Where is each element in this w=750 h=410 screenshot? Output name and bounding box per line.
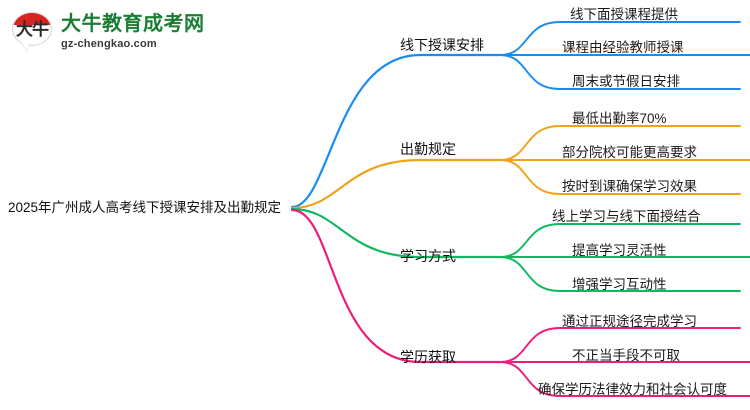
mindmap-leaf-node-1-1[interactable]: 线下面授课程提供 — [570, 7, 678, 22]
root-branch-connector-3 — [290, 207, 502, 259]
logo-text-block: 大牛教育成考网 gz-chengkao.com — [61, 14, 205, 50]
mindmap-leaf-node-2-3[interactable]: 按时到课确保学习效果 — [562, 179, 697, 194]
mindmap-leaf-node-3-2[interactable]: 提高学习灵活性 — [572, 243, 667, 258]
logo-domain: gz-chengkao.com — [61, 38, 157, 50]
mindmap-leaf-node-4-1[interactable]: 通过正规途径完成学习 — [562, 314, 697, 329]
logo-title: 大牛教育成考网 — [61, 13, 205, 35]
mindmap-leaf-node-3-3[interactable]: 增强学习互动性 — [572, 277, 667, 292]
mindmap-root-node[interactable]: 2025年广州成人高考线下授课安排及出勤规定 — [8, 200, 282, 215]
root-branch-connector-1 — [290, 53, 502, 209]
logo-bubble-shape — [12, 12, 52, 46]
logo-bubble-icon: 大牛 — [12, 11, 54, 53]
mindmap-leaf-node-4-3[interactable]: 确保学历法律效力和社会认可度 — [538, 382, 727, 397]
mindmap-leaf-node-4-2[interactable]: 不正当手段不可取 — [572, 348, 680, 363]
logo-bubble-top-band — [13, 13, 51, 25]
mindmap-leaf-node-2-1[interactable]: 最低出勤率70% — [572, 111, 667, 126]
logo-mark-glyph: 大牛 — [16, 20, 49, 39]
mindmap-branch-node-1[interactable]: 线下授课安排 — [400, 37, 484, 53]
mindmap-branch-node-4[interactable]: 学历获取 — [400, 349, 456, 365]
site-logo: 大牛 大牛教育成考网 gz-chengkao.com — [12, 8, 205, 56]
mindmap-leaf-node-1-3[interactable]: 周末或节假日安排 — [572, 74, 680, 89]
mindmap-leaf-node-2-2[interactable]: 部分院校可能更高要求 — [562, 145, 697, 160]
root-branch-connector-4 — [290, 208, 502, 364]
root-branch-connector-2 — [290, 158, 502, 210]
mindmap-branch-node-2[interactable]: 出勤规定 — [400, 141, 456, 157]
logo-bubble-tail — [21, 42, 30, 51]
mindmap-leaf-node-3-1[interactable]: 线上学习与线下面授结合 — [552, 209, 701, 224]
mindmap-leaf-node-1-2[interactable]: 课程由经验教师授课 — [562, 40, 684, 55]
mindmap-branch-node-3[interactable]: 学习方式 — [400, 248, 456, 264]
